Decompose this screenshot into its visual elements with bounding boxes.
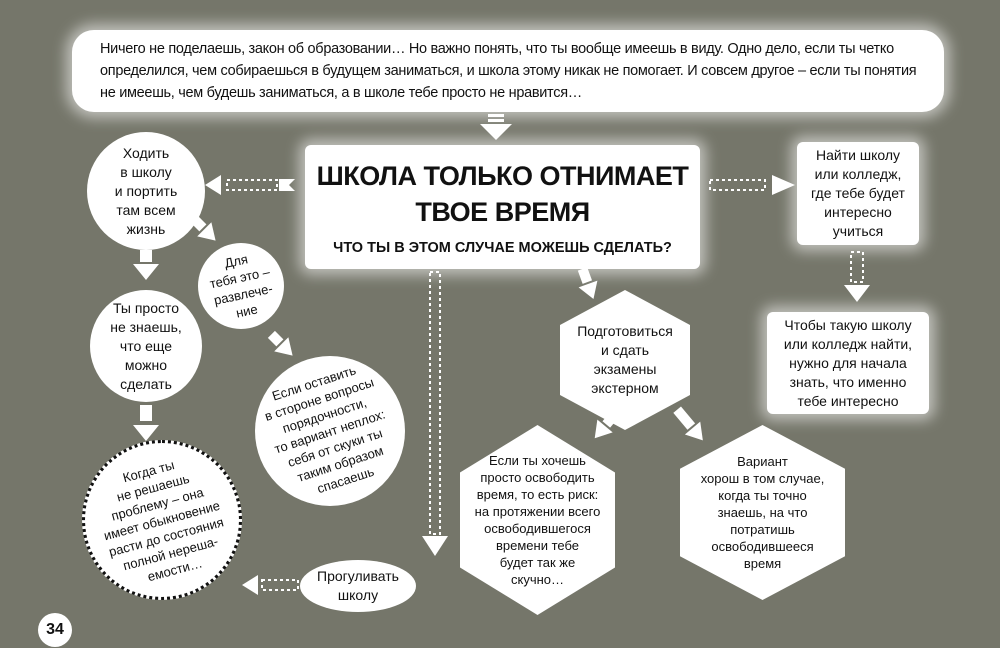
node-dont-know: Ты просто не знаешь, что еще можно сдела… — [90, 290, 202, 402]
node-problem: Когда ты не решаешь проблему – она имеет… — [82, 440, 242, 600]
node-text: Ты просто не знаешь, что еще можно сдела… — [110, 299, 182, 392]
node-external-exams: Подготовиться и сдать экзамены экстерном — [560, 290, 690, 430]
node-decency: Если оставить в стороне вопросы порядочн… — [255, 356, 405, 506]
arrow-down-icon — [133, 405, 159, 441]
title-box: ШКОЛА ТОЛЬКО ОТНИМАЕТ ТВОЕ ВРЕМЯ ЧТО ТЫ … — [305, 145, 700, 269]
page-number-text: 34 — [46, 621, 64, 638]
node-good-option: Вариант хорош в том случае, когда ты точ… — [680, 425, 845, 600]
arrow-left-icon — [242, 575, 299, 595]
intro-banner: Ничего не поделаешь, закон об образовани… — [72, 30, 944, 112]
node-go-to-school: Ходить в школу и портить там всем жизнь — [87, 132, 205, 250]
node-text: Чтобы такую школу или колледж найти, нуж… — [783, 316, 913, 409]
node-free-time: Если ты хочешь просто освободить время, … — [460, 425, 615, 615]
node-skip-school: Прогуливать школу — [300, 560, 416, 612]
arrow-down-icon — [844, 251, 870, 302]
node-text: Вариант хорош в том случае, когда ты точ… — [700, 454, 825, 571]
node-text: Для тебя это – развлече- ние — [207, 251, 274, 321]
node-entertainment: Для тебя это – развлече- ние — [198, 243, 284, 329]
node-find-school: Найти школу или колледж, где тебе будет … — [797, 142, 919, 245]
arrow-diagonal-icon — [594, 410, 620, 439]
arrow-diagonal-icon — [673, 406, 703, 441]
page-title: ШКОЛА ТОЛЬКО ОТНИМАЕТ ТВОЕ ВРЕМЯ — [316, 161, 689, 227]
node-text: Прогуливать школу — [317, 568, 399, 603]
node-to-find: Чтобы такую школу или колледж найти, нуж… — [767, 312, 929, 414]
page-number: 34 — [38, 613, 72, 647]
node-text: Если оставить в стороне вопросы порядочн… — [263, 361, 388, 496]
arrow-down-icon — [133, 250, 159, 280]
node-text: Подготовиться и сдать экзамены экстерном — [577, 323, 673, 396]
arrow-down-icon — [422, 271, 448, 556]
arrow-left-icon — [205, 175, 295, 195]
node-text: Ходить в школу и портить там всем жизнь — [114, 144, 178, 237]
arrow-right-icon — [709, 175, 795, 195]
arrow-diagonal-icon — [267, 330, 293, 356]
node-text: Найти школу или колледж, где тебе будет … — [811, 147, 905, 239]
arrow-diagonal-icon — [190, 215, 216, 241]
page-subtitle: ЧТО ТЫ В ЭТОМ СЛУЧАЕ МОЖЕШЬ СДЕЛАТЬ? — [333, 240, 672, 256]
node-text: Если ты хочешь просто освободить время, … — [474, 453, 601, 587]
intro-text: Ничего не поделаешь, закон об образовани… — [100, 41, 917, 101]
arrow-diagonal-icon — [577, 267, 598, 300]
node-text: Когда ты не решаешь проблему – она имеет… — [102, 456, 226, 584]
arrow-down-icon — [480, 114, 512, 140]
